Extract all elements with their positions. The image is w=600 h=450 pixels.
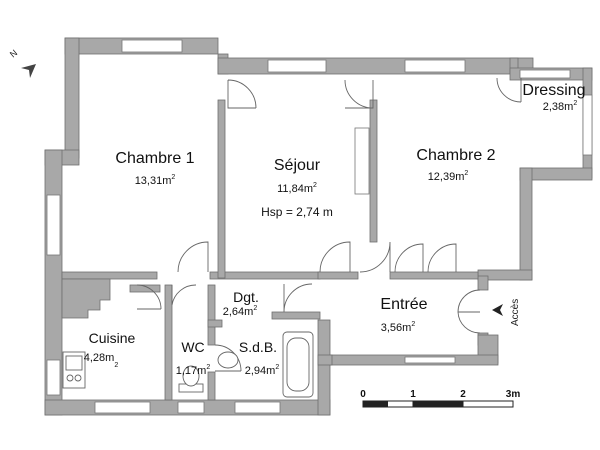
wall — [207, 371, 216, 401]
room-name-entree: Entrée — [380, 296, 427, 313]
window — [177, 401, 205, 414]
door-swing — [319, 241, 351, 273]
room-name-dgt: Dgt. — [233, 289, 259, 305]
wall — [317, 319, 331, 416]
scale-tick: 2 — [460, 389, 466, 400]
kitchen-sink-basin — [65, 355, 83, 371]
door-swing — [394, 243, 424, 273]
scale-tick: 1 — [410, 389, 416, 400]
door-swing — [227, 79, 257, 109]
room-area-cuisine: 4,28m2 — [84, 352, 119, 369]
door-swing — [283, 283, 313, 313]
room-area-dressing: 2,38m2 — [543, 100, 578, 113]
room-area-sdb: 2,94m2 — [245, 364, 280, 377]
window — [46, 359, 61, 396]
room-name-sejour: Séjour — [274, 157, 321, 174]
wall — [271, 311, 321, 320]
door-swing — [136, 284, 162, 310]
wall — [61, 278, 111, 319]
wall — [217, 99, 226, 279]
scale-tick: 3m — [506, 389, 521, 400]
door-swing — [171, 284, 197, 306]
toilet-bowl — [182, 365, 200, 387]
sliding-panel — [354, 127, 370, 195]
window — [121, 39, 183, 53]
wall — [519, 167, 533, 281]
wall — [164, 284, 173, 401]
north-label: N — [8, 48, 19, 60]
window — [519, 69, 571, 79]
north-arrow: N — [8, 48, 36, 78]
room-area-wc: 1,17m2 — [176, 364, 211, 377]
wall — [209, 271, 321, 280]
door-swing — [177, 241, 209, 273]
door-swing — [214, 344, 242, 372]
access-label: Accès — [510, 299, 521, 326]
burner — [74, 374, 82, 382]
north-arrow-icon — [21, 64, 36, 78]
wall — [317, 271, 359, 280]
window — [404, 59, 466, 73]
entrance-door — [457, 289, 481, 334]
room-name-chambre-1: Chambre 1 — [115, 150, 194, 167]
room-name-sdb: S.d.B. — [239, 339, 277, 355]
room-area-sejour: 11,84m2 — [277, 182, 317, 195]
access-indicator: Accès — [492, 299, 521, 326]
window — [94, 401, 151, 414]
room-area-chambre-2: 12,39m2 — [428, 170, 469, 183]
window — [234, 401, 281, 414]
washbasin — [217, 351, 239, 369]
wall — [317, 354, 333, 366]
room-name-dressing: Dressing — [522, 82, 585, 99]
access-arrow-icon — [492, 304, 503, 316]
ceiling-height: Hsp = 2,74 m — [261, 205, 333, 219]
room-name-chambre-2: Chambre 2 — [416, 147, 495, 164]
wall — [129, 284, 161, 293]
door-swing — [344, 79, 374, 109]
door-swing — [427, 243, 457, 273]
wall — [207, 319, 223, 328]
window — [46, 194, 61, 256]
bathtub-inner — [286, 337, 310, 392]
room-name-wc: WC — [181, 339, 204, 355]
room-area-dgt: 2,64m2 — [223, 305, 258, 318]
burner — [66, 374, 74, 382]
wall — [477, 275, 489, 291]
wall — [217, 57, 534, 75]
window — [582, 94, 593, 156]
door-swing — [496, 77, 522, 103]
wall — [64, 37, 80, 159]
windows — [46, 39, 593, 414]
scale-bar: 0 1 2 3m — [360, 389, 521, 408]
door-swing — [359, 241, 391, 273]
room-area-entree: 3,56m2 — [381, 321, 416, 334]
scale-segment — [363, 401, 388, 407]
walls — [44, 37, 593, 416]
room-labels: Chambre 1 13,31m2 Séjour 11,84m2 Hsp = 2… — [84, 82, 586, 377]
wall — [207, 284, 216, 346]
doors — [136, 77, 522, 372]
wall — [389, 271, 479, 280]
scale-segment — [412, 400, 464, 408]
fixtures — [62, 331, 314, 398]
room-name-cuisine: Cuisine — [89, 330, 136, 346]
scale-tick: 0 — [360, 389, 366, 400]
window — [267, 59, 327, 73]
wall — [369, 99, 378, 243]
wall — [61, 271, 158, 280]
scale-segment — [462, 400, 514, 408]
window — [404, 356, 456, 364]
room-area-chambre-1: 13,31m2 — [135, 174, 176, 187]
